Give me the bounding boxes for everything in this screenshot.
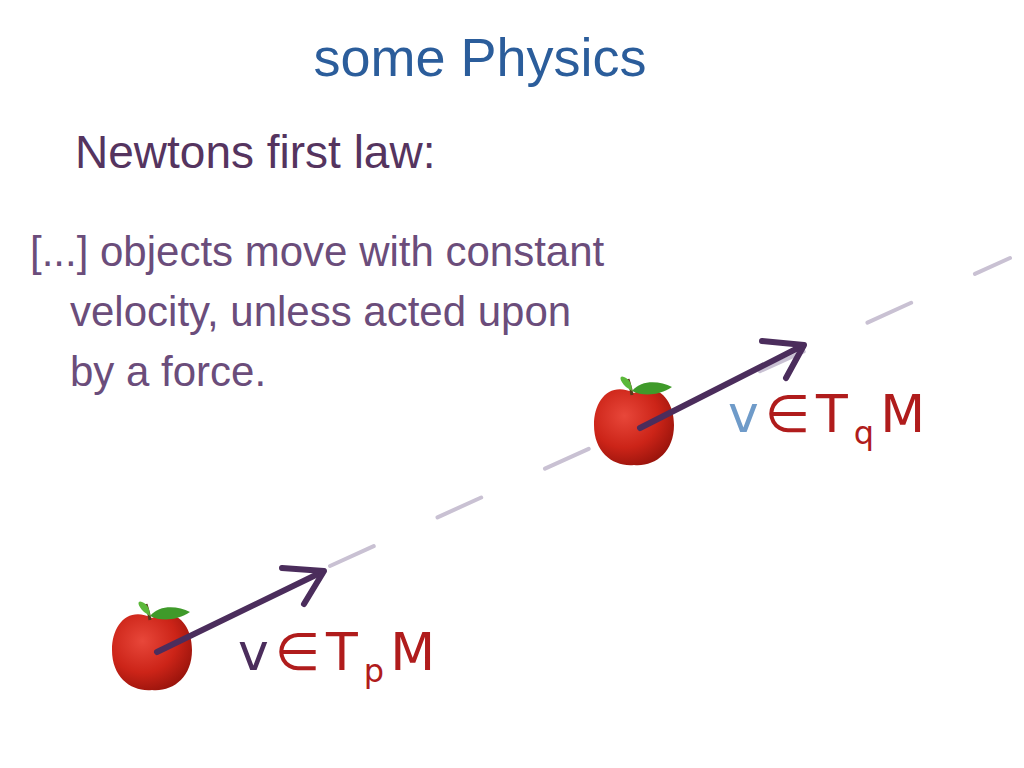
page-title: some Physics	[0, 26, 960, 88]
math-symbol: M	[880, 384, 925, 444]
subscript-symbol: p	[364, 652, 384, 690]
math-symbol: ∈	[765, 384, 810, 444]
text-holder: [...] objects move with constant velocit…	[30, 222, 610, 402]
formula-holder: v∈TqM	[728, 384, 925, 444]
math-symbol: v	[728, 384, 759, 444]
apple	[594, 376, 674, 465]
apple	[112, 601, 192, 690]
subscript-symbol: q	[854, 414, 874, 452]
math-symbol: ∈	[275, 622, 320, 682]
law-statement: [...] objects move with constant velocit…	[30, 222, 610, 402]
math-symbol: T	[816, 384, 848, 444]
text-holder: Newtons first law:	[75, 122, 775, 182]
formula-holder: v∈TpM	[238, 622, 435, 682]
title-holder: some Physics	[0, 26, 960, 88]
math-symbol: T	[326, 622, 358, 682]
math-symbol: v	[238, 622, 269, 682]
arrow-head	[762, 341, 804, 378]
math-symbol: M	[390, 622, 435, 682]
law-heading: Newtons first law:	[75, 122, 775, 182]
arrow-head	[282, 568, 324, 604]
